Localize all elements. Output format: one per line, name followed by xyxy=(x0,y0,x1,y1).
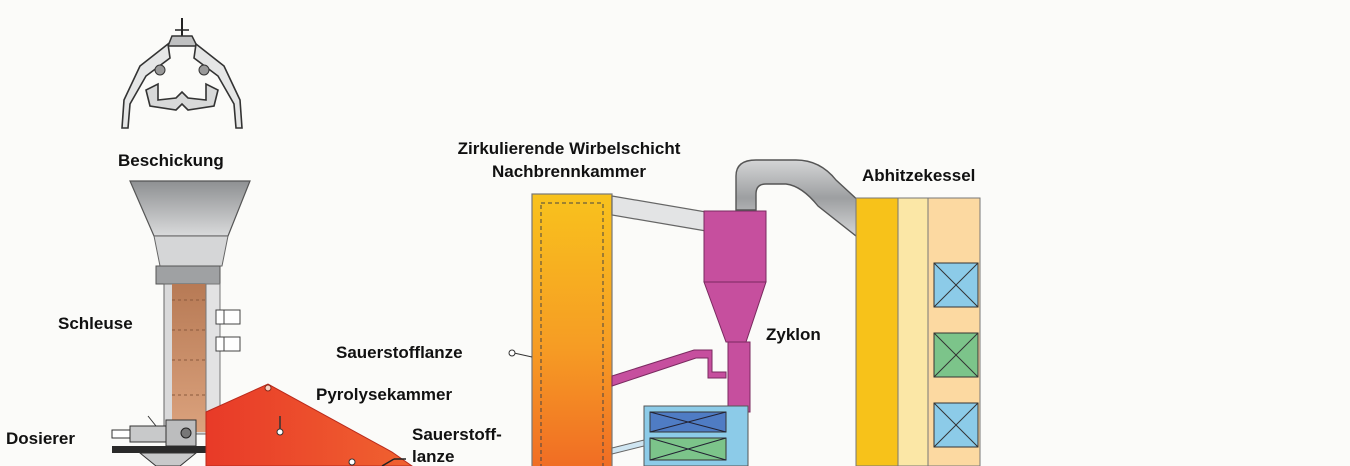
label-pyrolysekammer: Pyrolysekammer xyxy=(316,385,453,404)
boiler-bundle-1 xyxy=(933,262,979,308)
label-sauerstofflanze-lower-1: Sauerstoff- xyxy=(412,425,502,444)
label-abhitzekessel: Abhitzekessel xyxy=(862,166,976,185)
label-sauerstofflanze-lower-2: lanze xyxy=(412,447,455,466)
grab-icon xyxy=(121,18,243,129)
boiler-bundle-3 xyxy=(933,402,979,448)
label-dosierer: Dosierer xyxy=(6,429,75,448)
waste-heat-boiler xyxy=(855,197,981,466)
label-wirbelschicht-line1: Zirkulierende Wirbelschicht xyxy=(457,139,681,158)
feed-hopper xyxy=(129,180,251,285)
combustion-chamber xyxy=(381,193,613,466)
dosing-unit xyxy=(111,415,212,466)
label-schleuse: Schleuse xyxy=(58,314,133,333)
heat-exchanger-lower xyxy=(611,405,749,466)
duct-to-cyclone xyxy=(611,195,713,233)
boiler-bundle-2 xyxy=(933,332,979,378)
cyclone xyxy=(611,210,767,413)
sluice-column xyxy=(163,283,241,435)
label-zyklon: Zyklon xyxy=(766,325,821,344)
label-wirbelschicht-line2: Nachbrennkammer xyxy=(491,162,646,181)
label-sauerstofflanze-upper: Sauerstofflanze xyxy=(336,343,463,362)
label-beschickung: Beschickung xyxy=(118,151,224,170)
